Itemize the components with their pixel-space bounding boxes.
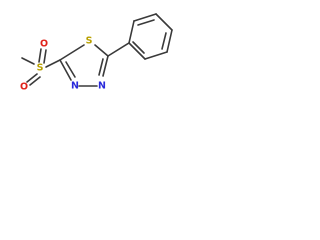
bond-methyl-sulfonyl (21, 57, 35, 65)
bond-ring-c5-n4-a (102, 55, 109, 77)
atom-sulfur-ring: S (86, 36, 93, 47)
bond-sulfonyl-oxygen-bottom-b (29, 76, 41, 86)
bond-phenyl-1 (128, 20, 135, 44)
atom-oxygen-top: O (40, 39, 48, 50)
bond-ring-n3-c2-b (65, 61, 76, 78)
bonds (21, 13, 173, 87)
bond-sulfonyl-oxygen-top-a (38, 48, 42, 63)
bond-ring-c2-s1 (59, 44, 85, 61)
bond-phenyl-6 (128, 42, 146, 60)
bond-ring-s1-c5 (94, 44, 109, 57)
bond-phenyl-3 (155, 13, 173, 31)
bond-sulfonyl-ring-carbon (45, 59, 61, 68)
bond-sulfonyl-oxygen-bottom-a (26, 73, 38, 83)
atom-labels: S S O O N N (20, 36, 106, 93)
bond-phenyl-5 (144, 51, 168, 60)
atom-nitrogen-right: N (98, 81, 106, 92)
bond-phenyl-inner-2 (161, 32, 167, 50)
molecule-diagram: S S O O N N (20, 13, 173, 93)
atom-nitrogen-left: N (71, 81, 79, 92)
structure-canvas: S S O O N N (0, 0, 199, 125)
bond-ring-n3-c2-a (59, 59, 72, 81)
atom-sulfur-sulfonyl: S (37, 63, 44, 74)
bond-sulfonyl-oxygen-top-b (43, 49, 47, 64)
bond-ring-phenyl (107, 42, 130, 57)
bond-phenyl-4 (166, 29, 173, 53)
bond-phenyl-2 (133, 13, 157, 22)
bond-ring-c5-n4-b (98, 58, 104, 76)
bond-phenyl-inner-3 (132, 41, 145, 54)
atom-oxygen-bottom: O (20, 82, 28, 93)
bond-phenyl-inner-1 (137, 19, 155, 26)
